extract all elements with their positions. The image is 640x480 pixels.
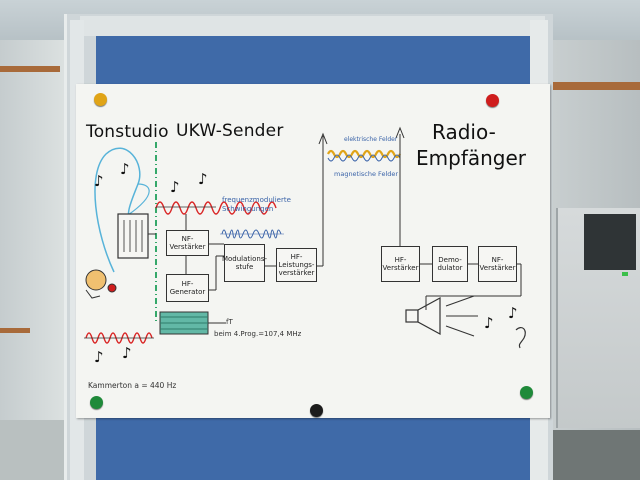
- music-note-icon: ♪: [120, 160, 130, 178]
- board-blue-panel-bottom: [96, 412, 530, 480]
- mixing-console: [117, 213, 149, 259]
- music-note-icon: ♪: [508, 304, 518, 322]
- poster: Tonstudio UKW-Sender Radio- Empfänger ♪ …: [76, 84, 550, 418]
- left-floor: [0, 420, 75, 480]
- rack-panel: [584, 214, 636, 270]
- audio-wave-top: [155, 201, 277, 215]
- pin-red: [486, 94, 499, 107]
- radio-field-wave: [327, 149, 401, 159]
- board-top-bar: [80, 16, 545, 36]
- modulation-stage: Modulations- stufe: [222, 244, 267, 282]
- right-floor: [548, 430, 640, 480]
- kammerton-label: Kammerton a = 440 Hz: [88, 381, 177, 390]
- hf-power-amplifier: HF- Leistungs- verstärker: [276, 248, 317, 282]
- wooden-rail: [0, 66, 60, 72]
- pin-green-right: [520, 386, 533, 399]
- mfield-label: magnetische Felder: [334, 170, 399, 178]
- efield-label: elektrische Felder: [344, 136, 398, 143]
- title-tonstudio: Tonstudio: [86, 122, 169, 142]
- mixer-cable: [127, 183, 150, 216]
- title-ukw-sender: UKW-Sender: [176, 121, 284, 141]
- rack-led: [622, 272, 628, 276]
- right-rail: [548, 82, 640, 90]
- frequency-symbol: fT: [226, 318, 233, 326]
- hf-generator: HF- Generator: [166, 274, 209, 302]
- fm-label-line2: Schwingungen: [222, 205, 274, 213]
- microphone-cable: [94, 147, 141, 273]
- nf-amplifier-transmitter: NF- Verstärker: [166, 230, 209, 256]
- hf-amplifier-receiver: HF- Verstärker: [381, 246, 420, 282]
- music-note-icon: ♪: [484, 314, 494, 332]
- music-note-icon: ♪: [94, 172, 104, 190]
- fm-wave: [221, 229, 282, 239]
- title-radio: Radio-: [432, 120, 496, 144]
- frequency-note: beim 4.Prog.=107,4 MHz: [214, 330, 302, 338]
- demodulator: Demo- dulator: [432, 246, 468, 282]
- fm-label-line1: frequenzmodulierte: [222, 196, 291, 204]
- music-note-icon: ♪: [170, 178, 180, 196]
- music-note-icon: ♪: [198, 170, 208, 188]
- ear: [515, 326, 526, 349]
- pin-yellow: [94, 93, 107, 106]
- nf-amplifier-receiver: NF- Verstärker: [478, 246, 517, 282]
- microphone: [107, 283, 117, 293]
- left-wall: [0, 40, 75, 480]
- speaker: [405, 309, 419, 323]
- singer-face: [85, 269, 107, 291]
- title-empfaenger: Empfänger: [416, 146, 527, 170]
- music-note-icon: ♪: [122, 344, 132, 362]
- wooden-rail-lower: [0, 328, 30, 333]
- kammerton-wave: [85, 332, 153, 344]
- pin-green-left: [90, 396, 103, 409]
- music-note-icon: ♪: [94, 348, 104, 366]
- poster-drawing: [84, 126, 526, 349]
- pin-black: [310, 404, 323, 417]
